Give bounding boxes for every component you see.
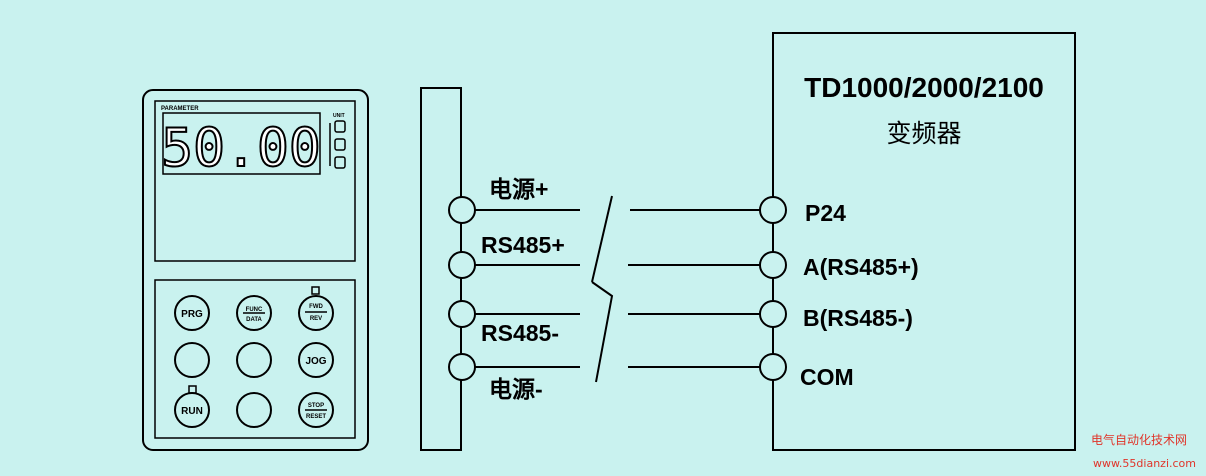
blank-key-2[interactable] [236, 342, 272, 378]
jog-key[interactable]: JOG [298, 342, 334, 378]
terminal-power-minus [448, 353, 476, 381]
terminal-p24 [759, 196, 787, 224]
unit-label: UNIT [333, 113, 345, 119]
label-rs485-plus: RS485+ [481, 232, 565, 258]
display-value: 50.00 [161, 118, 321, 179]
stop-label: STOP [308, 403, 324, 409]
unit-indicator-3 [334, 156, 346, 169]
func-label: FUNC [246, 307, 263, 313]
blank-key-1[interactable] [174, 342, 210, 378]
blank-key-3[interactable] [236, 392, 272, 428]
unit-indicator-2 [334, 138, 346, 151]
label-a-rs485-plus: A(RS485+) [803, 254, 919, 280]
operation-panel: PARAMETER 50.00 UNIT PRG FUNC DATA FWD R… [142, 89, 369, 451]
label-b-rs485-minus: B(RS485-) [803, 305, 913, 331]
terminal-a [759, 251, 787, 279]
data-label: DATA [246, 317, 262, 323]
break-mark-lower [591, 281, 614, 383]
terminal-rs485-plus [448, 251, 476, 279]
run-key[interactable]: RUN [174, 392, 210, 428]
inverter-model: TD1000/2000/2100 [804, 72, 1044, 103]
watermark-site-name: 电气自动化技术网 [1091, 432, 1187, 447]
break-mark-upper [591, 195, 613, 283]
keypad-area [154, 279, 356, 439]
inverter-box [772, 32, 1076, 451]
label-com: COM [800, 364, 854, 390]
run-key-label: RUN [181, 406, 203, 417]
rev-label: REV [310, 316, 322, 322]
fwd-indicator-led [311, 286, 320, 295]
terminal-rs485-minus [448, 300, 476, 328]
reset-label: RESET [306, 414, 326, 420]
inverter-name: 变频器 [886, 120, 961, 148]
terminal-b [759, 300, 787, 328]
jog-key-label: JOG [305, 356, 326, 367]
prg-key-label: PRG [181, 309, 203, 320]
display-area [154, 100, 356, 262]
label-p24: P24 [805, 200, 846, 226]
label-power-plus: 电源+ [489, 176, 548, 202]
terminal-power-plus [448, 196, 476, 224]
unit-indicator-1 [334, 120, 346, 133]
run-indicator-led [188, 385, 197, 394]
stop-reset-key[interactable]: STOP RESET [298, 392, 334, 428]
func-data-key[interactable]: FUNC DATA [236, 295, 272, 331]
terminal-com [759, 353, 787, 381]
label-power-minus: 电源- [489, 376, 543, 402]
led-display-frame [162, 112, 321, 175]
wires [475, 195, 760, 383]
fwd-rev-key[interactable]: FWD REV [298, 295, 334, 331]
prg-key[interactable]: PRG [174, 295, 210, 331]
fwd-label: FWD [309, 304, 323, 310]
parameter-label: PARAMETER [161, 106, 199, 112]
label-rs485-minus: RS485- [481, 320, 559, 346]
watermark-url: www.55dianzi.com [1093, 457, 1196, 470]
panel-body [142, 89, 369, 451]
